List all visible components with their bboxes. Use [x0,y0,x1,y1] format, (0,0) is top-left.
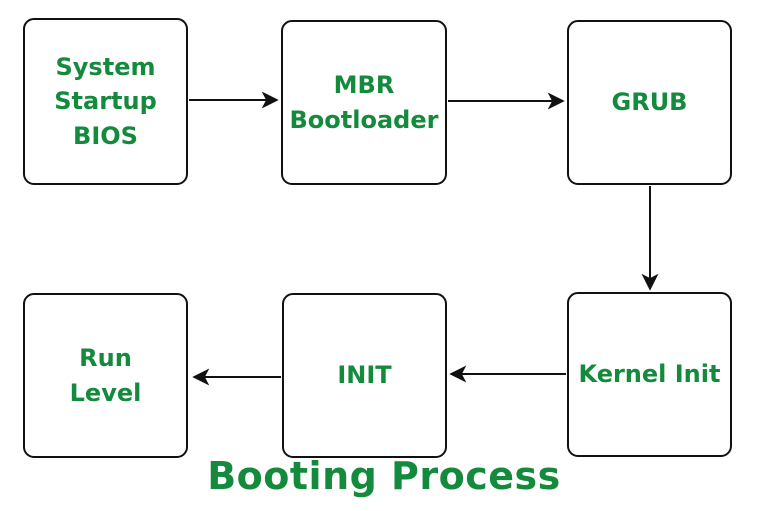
node-label-line: GRUB [611,88,688,117]
node-label-line: Level [69,378,142,407]
node-label-line: Run [79,344,132,373]
node-system-startup-bios: System Startup BIOS [23,18,188,185]
node-run-level: Run Level [23,293,188,458]
node-init: INIT [282,293,447,458]
node-label-line: MBR [333,71,395,100]
node-label-line: Bootloader [289,105,439,134]
node-label-line: INIT [337,361,392,390]
node-label-line: System [55,53,156,82]
diagram-title: Booting Process [207,454,561,498]
node-label-line: Kernel Init [578,360,721,389]
node-kernel-init: Kernel Init [567,292,732,457]
node-label-line: BIOS [73,121,138,150]
node-label-line: Startup [54,87,157,116]
node-grub: GRUB [567,20,732,185]
node-mbr-bootloader: MBR Bootloader [281,20,447,185]
